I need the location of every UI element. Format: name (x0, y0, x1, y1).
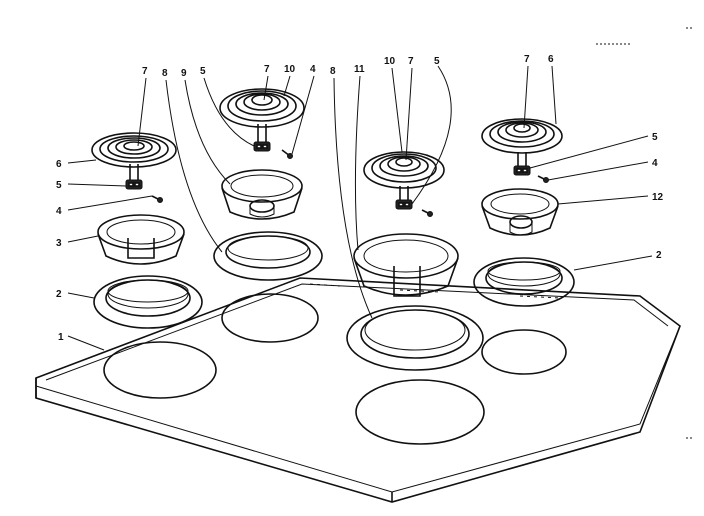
panel-opening-front-left (103, 341, 217, 399)
receptacle-right (513, 165, 531, 176)
element-left (91, 132, 177, 180)
label-drip-pan-right: 12 (652, 192, 664, 203)
panel-opening-front-center (355, 379, 485, 445)
receptacle-center (395, 199, 413, 210)
label-element-left: 6 (56, 159, 62, 170)
label-element-center-center: 7 (408, 56, 414, 67)
label-screw-right: 4 (652, 158, 658, 169)
label-trim-ring-left: 2 (56, 289, 62, 300)
label-drip-pan-left: 3 (56, 238, 62, 249)
label-receptacle-left: 5 (56, 180, 62, 191)
cooktop-panel (35, 277, 681, 503)
screw-left (151, 195, 163, 203)
screw-back (281, 149, 293, 159)
element-center (363, 151, 445, 200)
drip-pan-back (221, 169, 303, 220)
label-element-back-center: 7 (264, 64, 270, 75)
label-element-right-center: 7 (524, 54, 530, 65)
label-screw-back: 4 (310, 64, 316, 75)
panel-opening-back-left (221, 293, 319, 343)
trim-ring-right (473, 257, 575, 307)
trim-ring-back (213, 231, 323, 281)
element-back (219, 88, 305, 142)
drip-pan-right (481, 188, 559, 236)
receptacle-back (253, 141, 271, 152)
label-element-center-outer: 10 (384, 56, 396, 67)
label-drip-pan-large: 11 (354, 64, 365, 75)
label-element-right: 6 (548, 54, 554, 65)
label-receptacle-back: 5 (200, 66, 206, 77)
receptacle-left (125, 179, 143, 190)
label-trim-ring-large: 8 (330, 66, 336, 77)
drip-pan-large (353, 233, 459, 297)
drip-pan-left (97, 214, 185, 265)
label-receptacle-right: 5 (652, 132, 658, 143)
leader-lines (67, 65, 653, 351)
label-drip-pan-back: 9 (181, 68, 187, 79)
trim-ring-large (346, 305, 484, 371)
screw-center (421, 209, 433, 217)
label-cooktop-panel: 1 (58, 332, 64, 343)
label-receptacle-center: 5 (434, 56, 440, 67)
screw-right (537, 175, 549, 183)
label-element-back-outer: 10 (284, 64, 296, 75)
label-trim-ring-right: 2 (656, 250, 662, 261)
panel-opening-front-right (481, 329, 567, 375)
label-element-left-center: 7 (142, 66, 148, 77)
label-screw-left: 4 (56, 206, 62, 217)
trim-ring-left (93, 275, 203, 329)
label-trim-ring-back: 8 (162, 68, 168, 79)
element-right (481, 118, 563, 166)
callout-labels: 1 2 2 3 4 4 4 5 5 5 5 6 6 7 7 7 7 8 8 9 … (56, 54, 664, 343)
